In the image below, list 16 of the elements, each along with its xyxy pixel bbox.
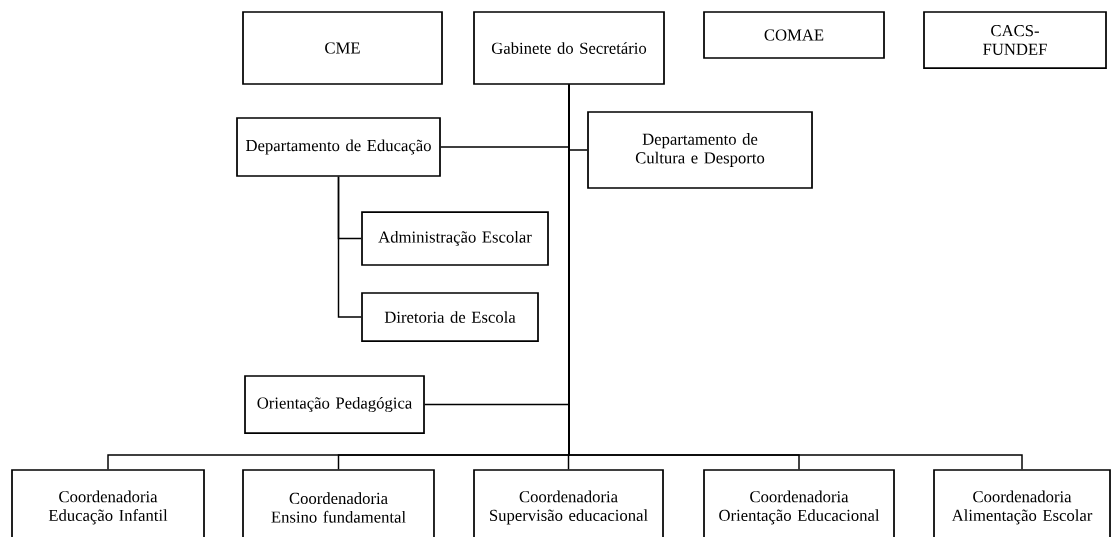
org-box: CME (242, 11, 443, 85)
org-box: COMAE (703, 11, 885, 59)
org-box: Departamento de Cultura e Desporto (587, 111, 813, 189)
connector-line (337, 176, 362, 318)
org-box: CACS-FUNDEF (923, 11, 1107, 69)
org-box: Coordenadoria Educação Infantil (11, 469, 205, 537)
org-box: Coordenadoria Orientação Educacional (703, 469, 895, 537)
connector-line (568, 84, 1023, 470)
org-box: Orientação Pedagógica (244, 375, 425, 434)
org-box: Coordenadoria Alimentação Escolar (933, 469, 1111, 537)
org-box: Administração Escolar (361, 211, 549, 266)
org-box: Departamento de Educação (236, 117, 441, 177)
org-box: Diretoria de Escola (361, 292, 539, 342)
org-box: Coordenadoria Supervisão educacional (473, 469, 664, 537)
org-box: Coordenadoria Ensino fundamental (242, 469, 435, 537)
org-box: Gabinete do Secretário (473, 11, 665, 85)
